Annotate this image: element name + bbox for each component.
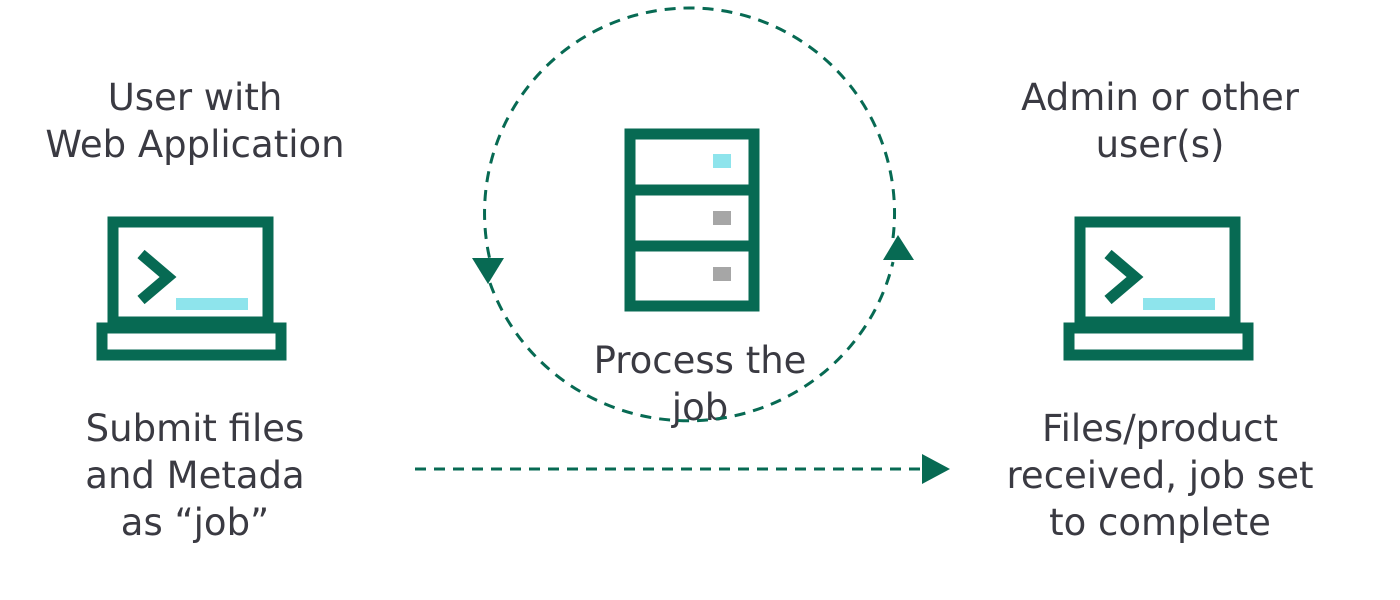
- server-status-light: [713, 154, 731, 168]
- submit-job-caption: Submit files and Metada as “job”: [85, 407, 305, 544]
- arrow-right-icon: [922, 454, 950, 484]
- laptop-terminal-icon: [96, 216, 287, 361]
- user-web-app-title: User with Web Application: [45, 76, 345, 166]
- server-status-light: [713, 267, 731, 281]
- delivery-arrow: [415, 454, 950, 484]
- admin-users-title: Admin or other user(s): [1021, 76, 1299, 166]
- server-status-light: [713, 211, 731, 225]
- server-icon: [624, 128, 760, 312]
- job-complete-caption: Files/product received, job set to compl…: [1006, 407, 1314, 544]
- laptop-terminal-icon: [1063, 216, 1254, 361]
- process-cycle-arrows: [472, 6, 914, 423]
- arrow-up-icon: [883, 235, 914, 260]
- arrow-down-icon: [472, 258, 504, 284]
